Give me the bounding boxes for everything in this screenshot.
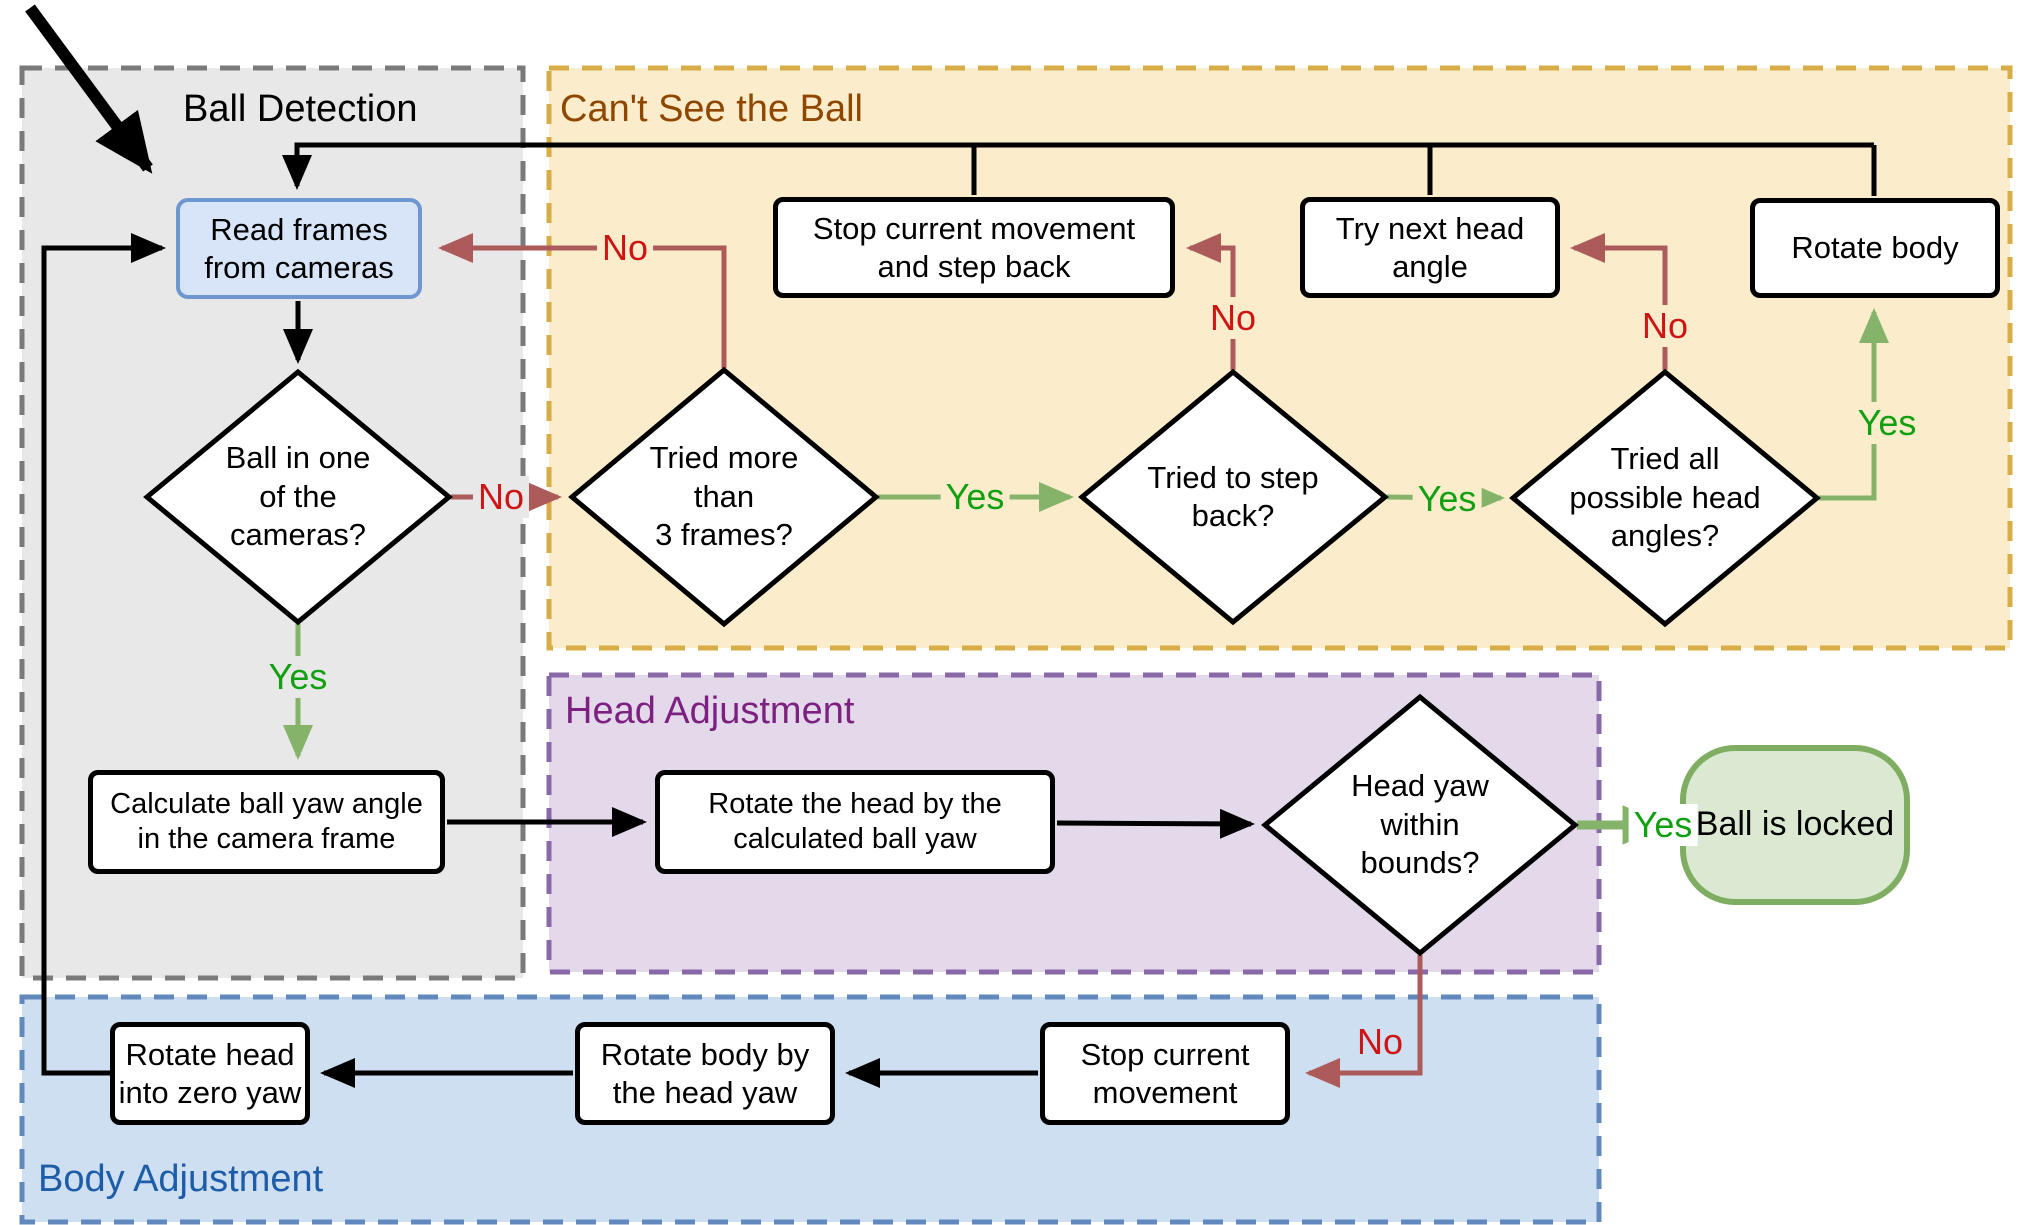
node-rotate-head-zero-line1: Rotate head: [125, 1036, 295, 1072]
edge-label-yes-head-yaw: Yes: [1628, 804, 1698, 846]
node-stop-current-line2: movement: [1092, 1074, 1238, 1110]
node-rotate-body-by-head: Rotate body by the head yaw: [575, 1022, 835, 1125]
edge-loop-top-to-read-frames: [282, 142, 1874, 191]
node-rotate-head-zero: Rotate head into zero yaw: [110, 1022, 310, 1125]
node-ball-in-cameras-line3: cameras?: [229, 517, 367, 553]
region-label-ball-detection: Ball Detection: [183, 88, 418, 130]
node-stop-current: Stop current movement: [1040, 1022, 1290, 1125]
node-ball-locked-line1: Ball is locked: [1695, 805, 1895, 844]
node-tried-step-back-line2: back?: [1191, 498, 1275, 533]
node-rotate-head-by-yaw-line1: Rotate the head by the: [708, 787, 1002, 820]
node-stop-step-back-line2: and step back: [877, 248, 1071, 284]
node-tried-all-angles-line3: angles?: [1610, 518, 1720, 554]
node-read-frames: Read frames from cameras: [176, 198, 422, 299]
node-stop-step-back-line1: Stop current movement: [812, 210, 1136, 246]
node-tried-frames: Tried more than 3 frames?: [594, 417, 854, 577]
node-tried-all-angles-line1: Tried all: [1610, 441, 1720, 477]
node-ball-locked: Ball is locked: [1680, 745, 1910, 905]
edge-label-yes-tried-all: Yes: [1852, 402, 1922, 444]
edge-label-no-tried-all: No: [1636, 305, 1694, 347]
node-tried-step-back: Tried to step back?: [1103, 417, 1363, 577]
node-stop-current-line1: Stop current: [1080, 1036, 1250, 1072]
region-label-body-adjustment: Body Adjustment: [38, 1158, 324, 1200]
node-rotate-head-by-yaw-line2: calculated ball yaw: [733, 823, 977, 855]
node-rotate-body-by-head-line2: the head yaw: [612, 1074, 798, 1110]
region-label-head-adjustment: Head Adjustment: [565, 690, 855, 732]
edge-label-yes-tried-frames: Yes: [940, 476, 1010, 518]
node-try-next-head-line1: Try next head: [1335, 210, 1525, 246]
node-calc-ball-yaw: Calculate ball yaw angle in the camera f…: [88, 770, 445, 874]
node-tried-frames-line3: 3 frames?: [655, 517, 793, 553]
edge-loop-left-to-read-frames: [41, 233, 167, 1076]
region-label-cant-see-ball: Can't See the Ball: [560, 88, 863, 130]
node-rotate-head-zero-line2: into zero yaw: [118, 1074, 302, 1110]
node-head-yaw-bounds-line1: Head yaw: [1351, 768, 1489, 804]
diamond-head-yaw-bounds: [1261, 693, 1579, 957]
node-tried-all-angles: Tried all possible head angles?: [1535, 418, 1795, 578]
node-tried-step-back-line1: Tried to step: [1147, 459, 1319, 495]
node-read-frames-line2: from cameras: [204, 249, 394, 285]
edge-label-no-head-yaw: No: [1356, 1021, 1404, 1062]
node-stop-step-back: Stop current movement and step back: [773, 197, 1175, 298]
node-calc-ball-yaw-line1: Calculate ball yaw angle: [110, 787, 423, 820]
edge-label-yes-ball-in-cameras: Yes: [263, 656, 333, 698]
diamond-ball-in-cameras: [143, 368, 453, 626]
node-ball-in-cameras: Ball in one of the cameras?: [168, 417, 428, 577]
diamond-tried-all-angles: [1509, 368, 1821, 628]
edge-label-no-ball-in-cameras: No: [472, 476, 530, 518]
node-try-next-head: Try next head angle: [1300, 197, 1560, 298]
edge-label-no-tried-step: No: [1204, 297, 1262, 339]
node-read-frames-line1: Read frames: [210, 211, 388, 247]
node-tried-frames-line2: than: [693, 478, 755, 514]
node-head-yaw-bounds: Head yaw within bounds?: [1290, 745, 1550, 905]
node-calc-ball-yaw-line2: in the camera frame: [137, 823, 396, 855]
edge-no-head-yaw: [1304, 955, 1423, 1088]
node-tried-frames-line1: Tried more: [649, 440, 799, 476]
node-rotate-body-by-head-line1: Rotate body by: [600, 1036, 810, 1072]
node-ball-in-cameras-line2: of the: [259, 478, 337, 514]
edge-no-tried-frames: [437, 233, 727, 368]
edge-label-no-tried-frames: No: [596, 227, 654, 269]
node-rotate-body: Rotate body: [1750, 198, 2000, 298]
node-rotate-body-line1: Rotate body: [1791, 230, 1959, 266]
node-ball-in-cameras-line1: Ball in one: [225, 440, 371, 476]
node-head-yaw-bounds-line3: bounds?: [1360, 845, 1480, 881]
node-head-yaw-bounds-line2: within: [1380, 806, 1460, 842]
node-tried-all-angles-line2: possible head: [1569, 479, 1761, 515]
edge-entry-arrow: [25, 4, 153, 174]
diamond-tried-step-back: [1078, 368, 1389, 626]
node-try-next-head-line2: angle: [1392, 248, 1468, 284]
edge-label-yes-tried-step: Yes: [1412, 478, 1482, 520]
diamond-tried-frames: [568, 366, 880, 628]
edge-yes-tried-all: [1819, 307, 1889, 501]
edge-rotate-head-to-head-yaw: [1056, 808, 1255, 839]
node-rotate-head-by-yaw: Rotate the head by the calculated ball y…: [655, 770, 1055, 874]
